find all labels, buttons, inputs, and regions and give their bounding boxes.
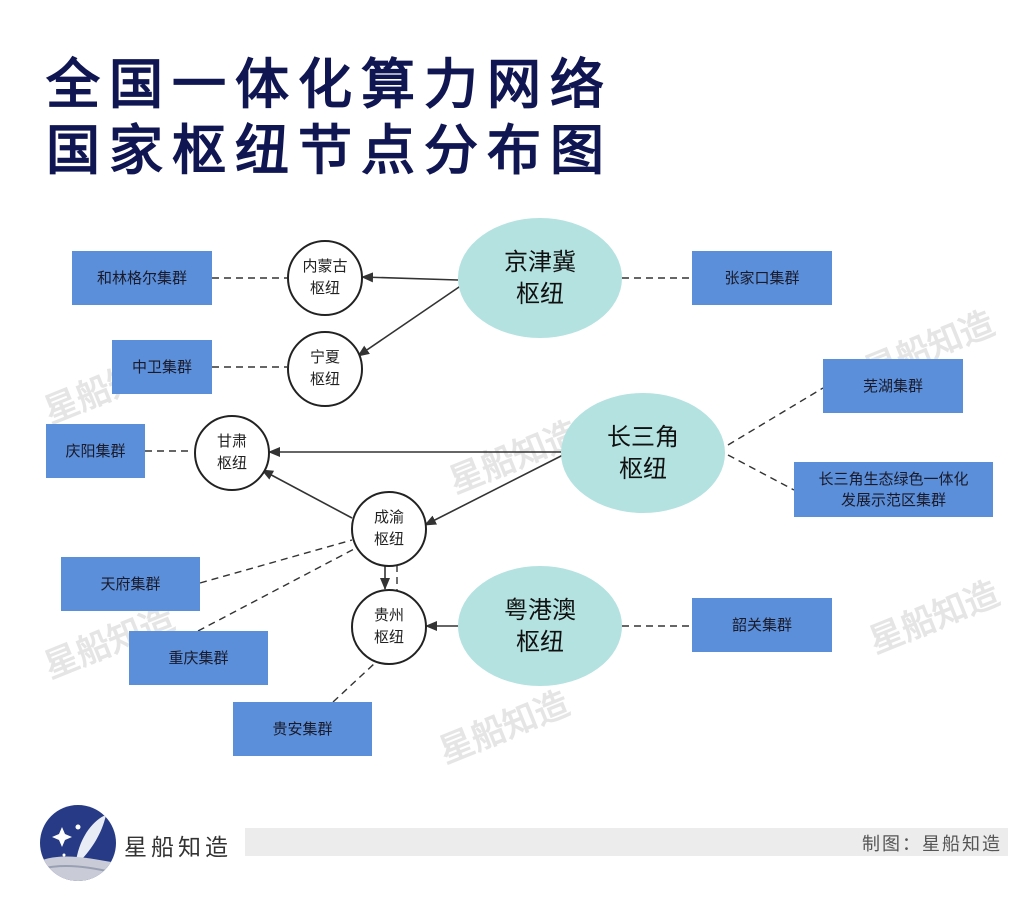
arrow-cy-gs — [261, 469, 353, 519]
cluster-shaoguan: 韶关集群 — [692, 598, 832, 652]
cluster-guian: 贵安集群 — [233, 702, 372, 756]
title-line-1: 全国一体化算力网络 — [46, 53, 613, 116]
cluster-tianfu: 天府集群 — [61, 557, 200, 611]
dash-csjst — [727, 454, 795, 491]
node-guizhou: 贵州 枢纽 — [351, 589, 427, 665]
credit-text: 制图：星船知造 — [862, 834, 1002, 855]
dash-cq — [197, 547, 357, 632]
quill-star-icon — [40, 815, 116, 881]
arrow-jjj-nx — [357, 284, 463, 357]
brand-logo — [40, 805, 116, 881]
cluster-zhongwei: 中卫集群 — [112, 340, 212, 394]
dash-ga — [332, 662, 376, 703]
node-gansu: 甘肃 枢纽 — [194, 415, 270, 491]
node-neimenggu: 内蒙古 枢纽 — [287, 240, 363, 316]
hub-jingjinji: 京津冀 枢纽 — [458, 218, 622, 338]
dash-wh — [727, 387, 824, 446]
cluster-changsanjiao-eco: 长三角生态绿色一体化 发展示范区集群 — [794, 462, 993, 517]
title-line-2: 国家枢纽节点分布图 — [46, 119, 613, 182]
brand-name: 星船知造 — [124, 835, 232, 861]
cluster-qingyang: 庆阳集群 — [46, 424, 145, 478]
cluster-helingeer: 和林格尔集群 — [72, 251, 212, 305]
arrow-jjj-nmg — [361, 272, 459, 283]
node-ningxia: 宁夏 枢纽 — [287, 331, 363, 407]
footer-bar — [245, 828, 1008, 856]
dash-tf — [199, 539, 353, 584]
cluster-zhangjiakou: 张家口集群 — [692, 251, 832, 305]
cluster-wuhu: 芜湖集群 — [823, 359, 963, 413]
arrow-csj-cy — [424, 454, 564, 526]
cluster-chongqing: 重庆集群 — [129, 631, 268, 685]
node-chengyu: 成渝 枢纽 — [351, 491, 427, 567]
hub-yuegangao: 粤港澳 枢纽 — [458, 566, 622, 686]
hub-changsanjiao: 长三角 枢纽 — [561, 393, 725, 513]
